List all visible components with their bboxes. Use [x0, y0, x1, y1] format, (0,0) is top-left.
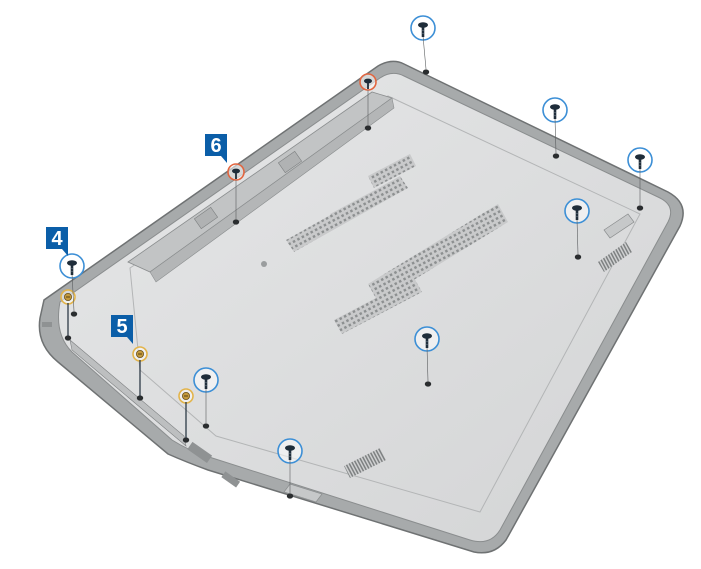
callout-label-4: 4 [51, 228, 63, 250]
screw-hole [70, 311, 78, 317]
screw-hole [182, 437, 190, 443]
screw-icon [550, 104, 560, 119]
screw-icon [635, 154, 645, 169]
screw-guide-line [554, 117, 557, 154]
screw-hole [636, 205, 644, 211]
callout-badge [205, 134, 227, 156]
screw-hole [136, 395, 144, 401]
vent-grid [330, 182, 396, 224]
vent-grid [334, 278, 422, 334]
screw-icon [67, 260, 77, 275]
left-side-ports [69, 339, 187, 447]
vent-grid [368, 204, 508, 302]
rubber-foot [603, 213, 635, 239]
callout-5: 5 [111, 315, 133, 344]
screw-hole [64, 335, 72, 341]
screw-hole [364, 125, 372, 131]
speaker-grill [598, 242, 632, 272]
screw-hole [232, 219, 240, 225]
screws [64, 22, 645, 493]
screw-icon [418, 22, 428, 37]
callout-badge [111, 315, 133, 337]
screw-guide-line [576, 218, 579, 255]
screw-icon [285, 445, 295, 460]
vent-grid [368, 154, 416, 188]
screw-hole [422, 69, 430, 75]
screw-guide-line [426, 346, 429, 382]
screw-hole [552, 153, 560, 159]
screw-hole [574, 254, 582, 260]
screw-icon [201, 374, 211, 389]
screw-hole [202, 423, 210, 429]
screw-holes [64, 69, 644, 499]
screw-icon [135, 349, 144, 358]
callout-badge [46, 227, 68, 249]
rubber-foot [283, 483, 323, 503]
screw-icon [422, 333, 432, 348]
screw-icon [232, 168, 240, 179]
screw-guide-line [422, 35, 427, 70]
screw-hole [286, 493, 294, 499]
callout-label-5: 5 [116, 316, 127, 338]
screw-icon [181, 391, 190, 400]
screw-hole [424, 381, 432, 387]
screw-icon [64, 292, 73, 301]
speaker-grill [344, 448, 386, 478]
laptop-chassis [38, 60, 684, 554]
callout-4: 4 [46, 227, 68, 256]
callout-6: 6 [205, 134, 227, 163]
callout-label-6: 6 [210, 135, 221, 157]
screw-icon [364, 78, 372, 89]
screw-icon [572, 205, 582, 220]
screw-guide-line [71, 273, 75, 312]
